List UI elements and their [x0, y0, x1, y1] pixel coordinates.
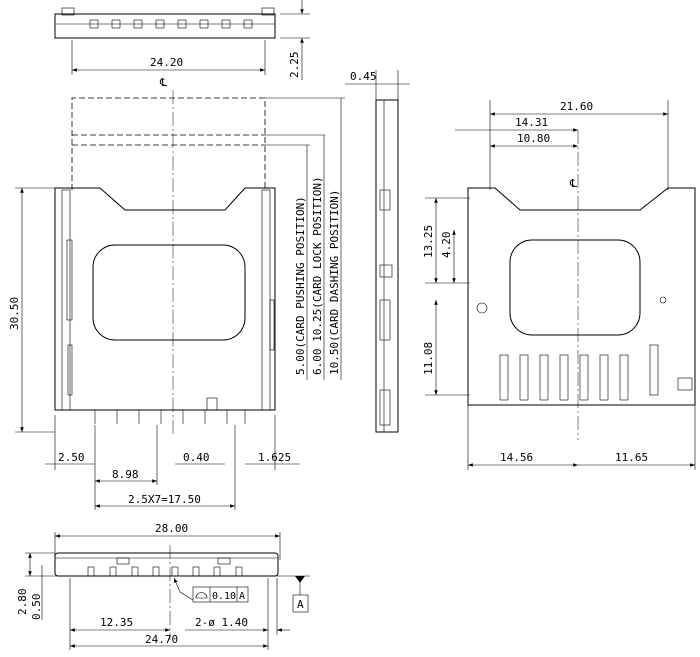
top-view: 24.20 2.25	[54, 0, 310, 80]
dim-0-45: 0.45	[350, 70, 377, 83]
dim-28-00: 28.00	[155, 522, 188, 535]
dim-1-625: 1.625	[258, 451, 291, 464]
dim-8-98: 8.98	[112, 468, 139, 481]
dim-pitch: 2.5X7=17.50	[128, 493, 201, 506]
flatness-value: 0.10	[212, 591, 236, 602]
dim-0-50: 0.50	[30, 594, 43, 621]
dim-14-56: 14.56	[500, 451, 533, 464]
dim-card-pushing: 5.00(CARD PUSHING POSITION)	[294, 196, 307, 375]
datum-label: A	[297, 598, 304, 611]
centerline-symbol-right: ℄	[569, 177, 577, 190]
dim-2-80: 2.80	[16, 589, 29, 616]
dim-card-dashing: 10.50(CARD DASHING POSITION)	[328, 190, 341, 375]
dim-21-60: 21.60	[560, 100, 593, 113]
front-view: 28.00 2.80 0.50 12.35 2-ø 1.40 24.70 0.1…	[16, 522, 310, 650]
dim-hole-diameter: 2-ø 1.40	[195, 616, 248, 629]
right-plan-view: ℄ 21.60 14.31 10.80 13.25 4.20 11.08 14.…	[422, 100, 696, 470]
dim-0-40: 0.40	[183, 451, 210, 464]
side-view: 0.45	[345, 70, 410, 433]
flatness-icon	[195, 592, 208, 599]
centerline-symbol: ℄	[159, 76, 167, 89]
plan-view: ℄ 30.50 5.00(CARD PUSHING POSITION) 6.00…	[8, 76, 345, 510]
datum-triangle-icon	[295, 576, 305, 583]
dim-13-25: 13.25	[422, 225, 435, 258]
dim-2-25: 2.25	[288, 52, 301, 79]
dim-30-50: 30.50	[8, 297, 21, 330]
dim-2-50: 2.50	[58, 451, 85, 464]
dim-card-lock: 6.00 10.25(CARD LOCK POSITION)	[311, 176, 324, 375]
flatness-datum: A	[239, 591, 245, 602]
dim-11-08: 11.08	[422, 342, 435, 375]
dim-12-35: 12.35	[100, 616, 133, 629]
dim-24-70: 24.70	[145, 633, 178, 646]
dim-4-20: 4.20	[440, 232, 453, 259]
flatness-tolerance-frame: 0.10 A	[192, 586, 249, 603]
dim-11-65: 11.65	[615, 451, 648, 464]
dim-14-31: 14.31	[515, 116, 548, 129]
dim-24-20: 24.20	[150, 56, 183, 69]
dim-10-80: 10.80	[517, 132, 550, 145]
